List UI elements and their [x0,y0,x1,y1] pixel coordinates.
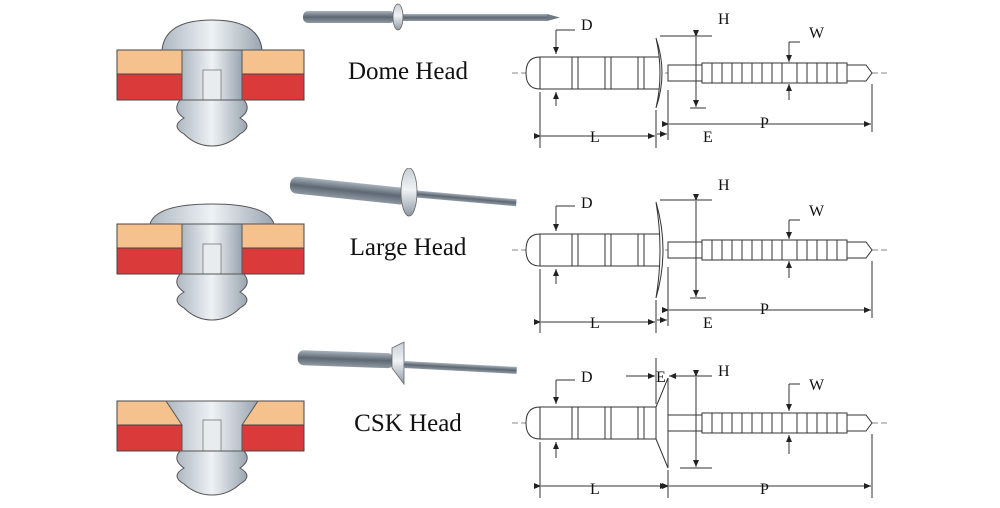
rivet-photo [289,168,517,217]
installed-rivet-cross-section [116,400,305,496]
dim-p: P [760,115,769,132]
dim-e: E [703,315,713,332]
rivet-photo [297,341,517,386]
technical-drawing [512,29,890,148]
rivet-type-label: Dome Head [347,58,469,85]
row-large-head: D H W L E P Large Head [0,168,1000,338]
dim-d: D [581,17,593,34]
dim-l: L [590,315,600,332]
dome-head-figure: D H W L E P [116,3,890,148]
large-head-figure: D H W L E P [116,168,890,333]
dim-h: H [718,177,730,194]
dim-h: H [718,363,730,380]
rivet-type-label: CSK Head [354,410,462,437]
csk-head-figure: D H W L E P [116,341,890,498]
technical-drawing [512,358,890,498]
dim-w: W [809,25,825,42]
technical-drawing [512,194,890,333]
dim-l: L [590,481,600,498]
dim-w: W [809,203,825,220]
dim-d: D [581,195,593,212]
rivet-type-label: Large Head [349,234,467,261]
dim-p: P [760,301,769,318]
dim-e: E [656,369,666,386]
dim-w: W [809,377,825,394]
dim-e: E [703,129,713,146]
dim-l: L [590,129,600,146]
dim-d: D [581,369,593,386]
dim-p: P [760,481,769,498]
installed-rivet-cross-section [116,203,305,321]
rivet-photo [303,3,560,31]
dim-h: H [718,11,730,28]
row-dome-head: D H W L E P Dome Head [0,0,1000,170]
row-csk-head: D H W L E P CSK Head [0,338,1000,508]
installed-rivet-cross-section [116,19,305,147]
